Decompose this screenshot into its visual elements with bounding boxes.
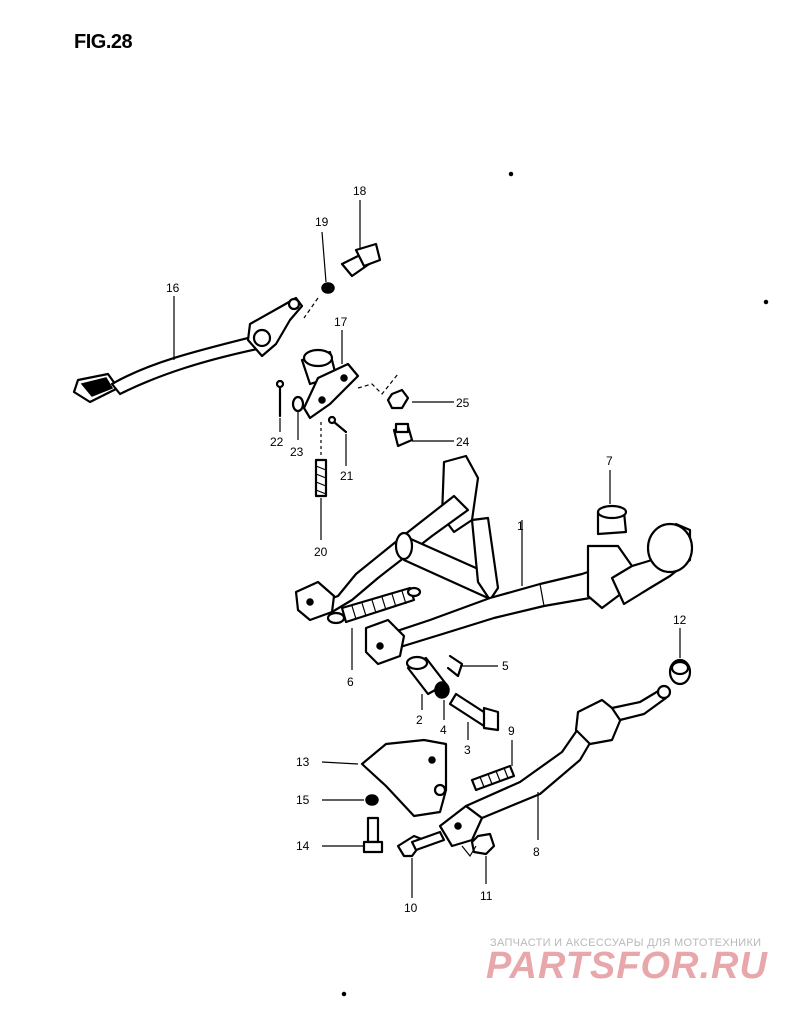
callout-18: 18 bbox=[353, 184, 367, 198]
speck bbox=[508, 171, 514, 177]
clip-part-5 bbox=[446, 654, 464, 678]
assembly-line bbox=[303, 297, 319, 319]
watermark-caption: ЗАПЧАСТИ И АКСЕССУАРЫ ДЛЯ МОТОТЕХНИКИ bbox=[490, 937, 761, 949]
nut-part-11 bbox=[470, 832, 496, 856]
stopper-part-7 bbox=[596, 504, 628, 536]
callout-20: 20 bbox=[314, 545, 328, 559]
callout-2: 2 bbox=[416, 713, 423, 727]
bolt-part-18 bbox=[340, 242, 382, 278]
callout-22: 22 bbox=[270, 435, 284, 449]
callout-1: 1 bbox=[517, 519, 524, 533]
assembly-line bbox=[461, 845, 477, 858]
bolt-part-24 bbox=[392, 422, 414, 448]
assembly-line bbox=[357, 373, 399, 395]
figure-title: FIG.28 bbox=[74, 31, 133, 53]
callout-10: 10 bbox=[404, 901, 418, 915]
washer-part-19 bbox=[321, 282, 335, 294]
callout-13: 13 bbox=[296, 755, 310, 769]
callout-11: 11 bbox=[480, 889, 493, 903]
callout-25: 25 bbox=[456, 396, 470, 410]
callout-24: 24 bbox=[456, 435, 470, 449]
bracket-hole bbox=[433, 783, 447, 797]
callout-15: 15 bbox=[296, 793, 310, 807]
washer-part-23 bbox=[291, 395, 305, 413]
callout-labels: 1 2 3 4 5 6 7 8 9 10 11 12 13 15 14 16 1… bbox=[166, 184, 687, 915]
side-stand-part-8 bbox=[438, 684, 672, 848]
bolt-part-10 bbox=[396, 830, 446, 858]
leader-lines bbox=[173, 200, 681, 898]
callout-9: 9 bbox=[508, 724, 515, 738]
callout-8: 8 bbox=[533, 845, 540, 859]
center-stand-part-1 bbox=[294, 454, 694, 666]
callout-16: 16 bbox=[166, 281, 180, 295]
bolt-part-3 bbox=[448, 692, 500, 732]
callout-3: 3 bbox=[464, 743, 471, 757]
callout-21: 21 bbox=[340, 469, 354, 483]
callout-4: 4 bbox=[440, 723, 447, 737]
callout-23: 23 bbox=[290, 445, 304, 459]
callout-5: 5 bbox=[502, 659, 509, 673]
callout-17: 17 bbox=[334, 315, 348, 329]
speck bbox=[341, 991, 347, 997]
callout-6: 6 bbox=[347, 675, 354, 689]
callout-7: 7 bbox=[606, 454, 613, 468]
pin-part-21 bbox=[327, 415, 348, 434]
washer-part-4 bbox=[434, 681, 450, 699]
washer-part-15 bbox=[365, 794, 379, 806]
stopper-part-12 bbox=[668, 658, 692, 686]
watermark: ЗАПЧАСТИ И АКСЕССУАРЫ ДЛЯ МОТОТЕХНИКИ PA… bbox=[486, 937, 768, 987]
spring-part-9 bbox=[470, 764, 516, 792]
callout-12: 12 bbox=[673, 613, 687, 627]
pin-part-22 bbox=[275, 379, 285, 418]
watermark-logo: PARTSFOR.RU bbox=[486, 945, 768, 987]
spring-part-20 bbox=[314, 422, 328, 498]
brake-arm-part-17 bbox=[300, 348, 360, 420]
callout-14: 14 bbox=[296, 839, 310, 853]
nut-part-25 bbox=[386, 388, 410, 410]
brake-pedal-part-16 bbox=[72, 296, 304, 404]
speck bbox=[763, 299, 769, 305]
bolt-part-14 bbox=[362, 816, 384, 854]
callout-19: 19 bbox=[315, 215, 329, 229]
bracket-hole bbox=[428, 756, 436, 764]
stand-spring-part-6 bbox=[326, 586, 422, 625]
